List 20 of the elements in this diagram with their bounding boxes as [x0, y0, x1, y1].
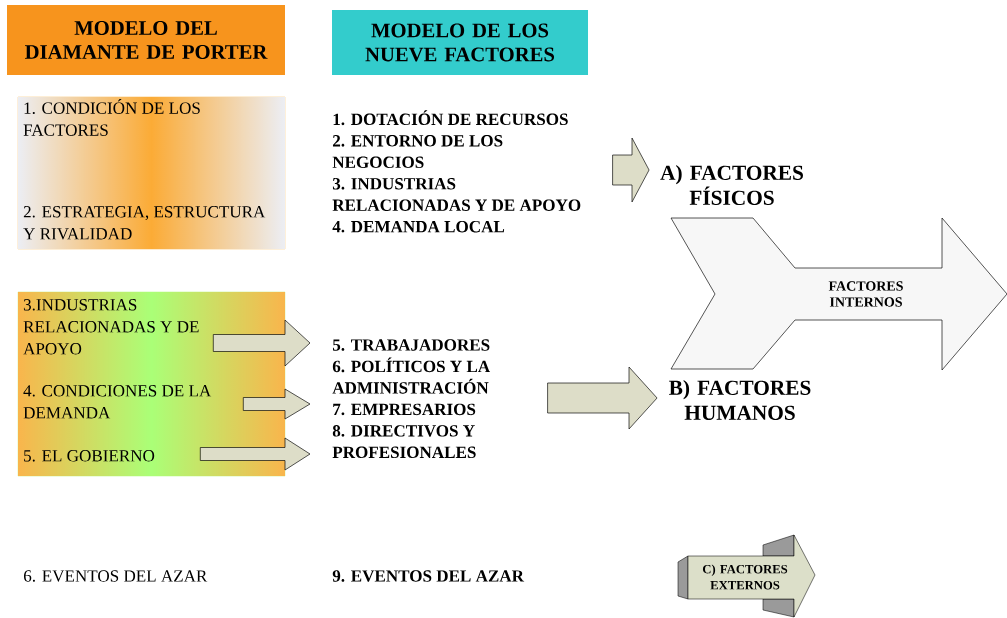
factor-text: 2. ESTRATEGIA, ESTRUCTURA Y RIVALIDAD	[23, 206, 266, 240]
block-arrow	[612, 137, 650, 203]
factor-text: 4. CONDICIONES DE LA DEMANDA	[23, 385, 212, 419]
label-text: 6. EVENTOS DEL AZAR	[24, 570, 208, 582]
factor-text: 5. EL GOBIERNO	[24, 450, 155, 462]
label-text: 9. EVENTOS DEL AZAR	[332, 570, 525, 582]
group-heading: B) FACTORES HUMANOS	[669, 379, 811, 421]
factor-text: 1. CONDICIÓN DE LOS FACTORES	[23, 99, 200, 136]
block-arrow	[199, 437, 311, 471]
header-box: MODELO DE LOS NUEVE FACTORES	[332, 9, 588, 76]
block-arrow	[212, 319, 311, 367]
factor-list: 5. TRABAJADORES 6. POLÍTICOS Y LA ADMINISTRACIÓN 7. EMPRESARIOS 8. DIRECTIVOS Y PROFESIONALES	[332, 339, 490, 459]
header-box: MODELO DEL DIAMANTE DE PORTER	[7, 5, 285, 75]
group-heading: A) FACTORES FÍSICOS	[660, 164, 803, 206]
block-arrow	[547, 366, 658, 430]
factor-list: 1. DOTACIÓN DE RECURSOS 2. ENTORNO DE LOS NEGOCIOS 3. INDUSTRIAS RELACIONADAS Y DE APOYO 4. DEMANDA LOCAL	[332, 110, 581, 233]
gradient-panel	[17, 96, 286, 250]
block-arrow	[242, 388, 311, 420]
gradient-panel	[17, 291, 286, 477]
factor-text: 3.INDUSTRIAS RELACIONADAS Y DE APOYO	[23, 299, 199, 355]
